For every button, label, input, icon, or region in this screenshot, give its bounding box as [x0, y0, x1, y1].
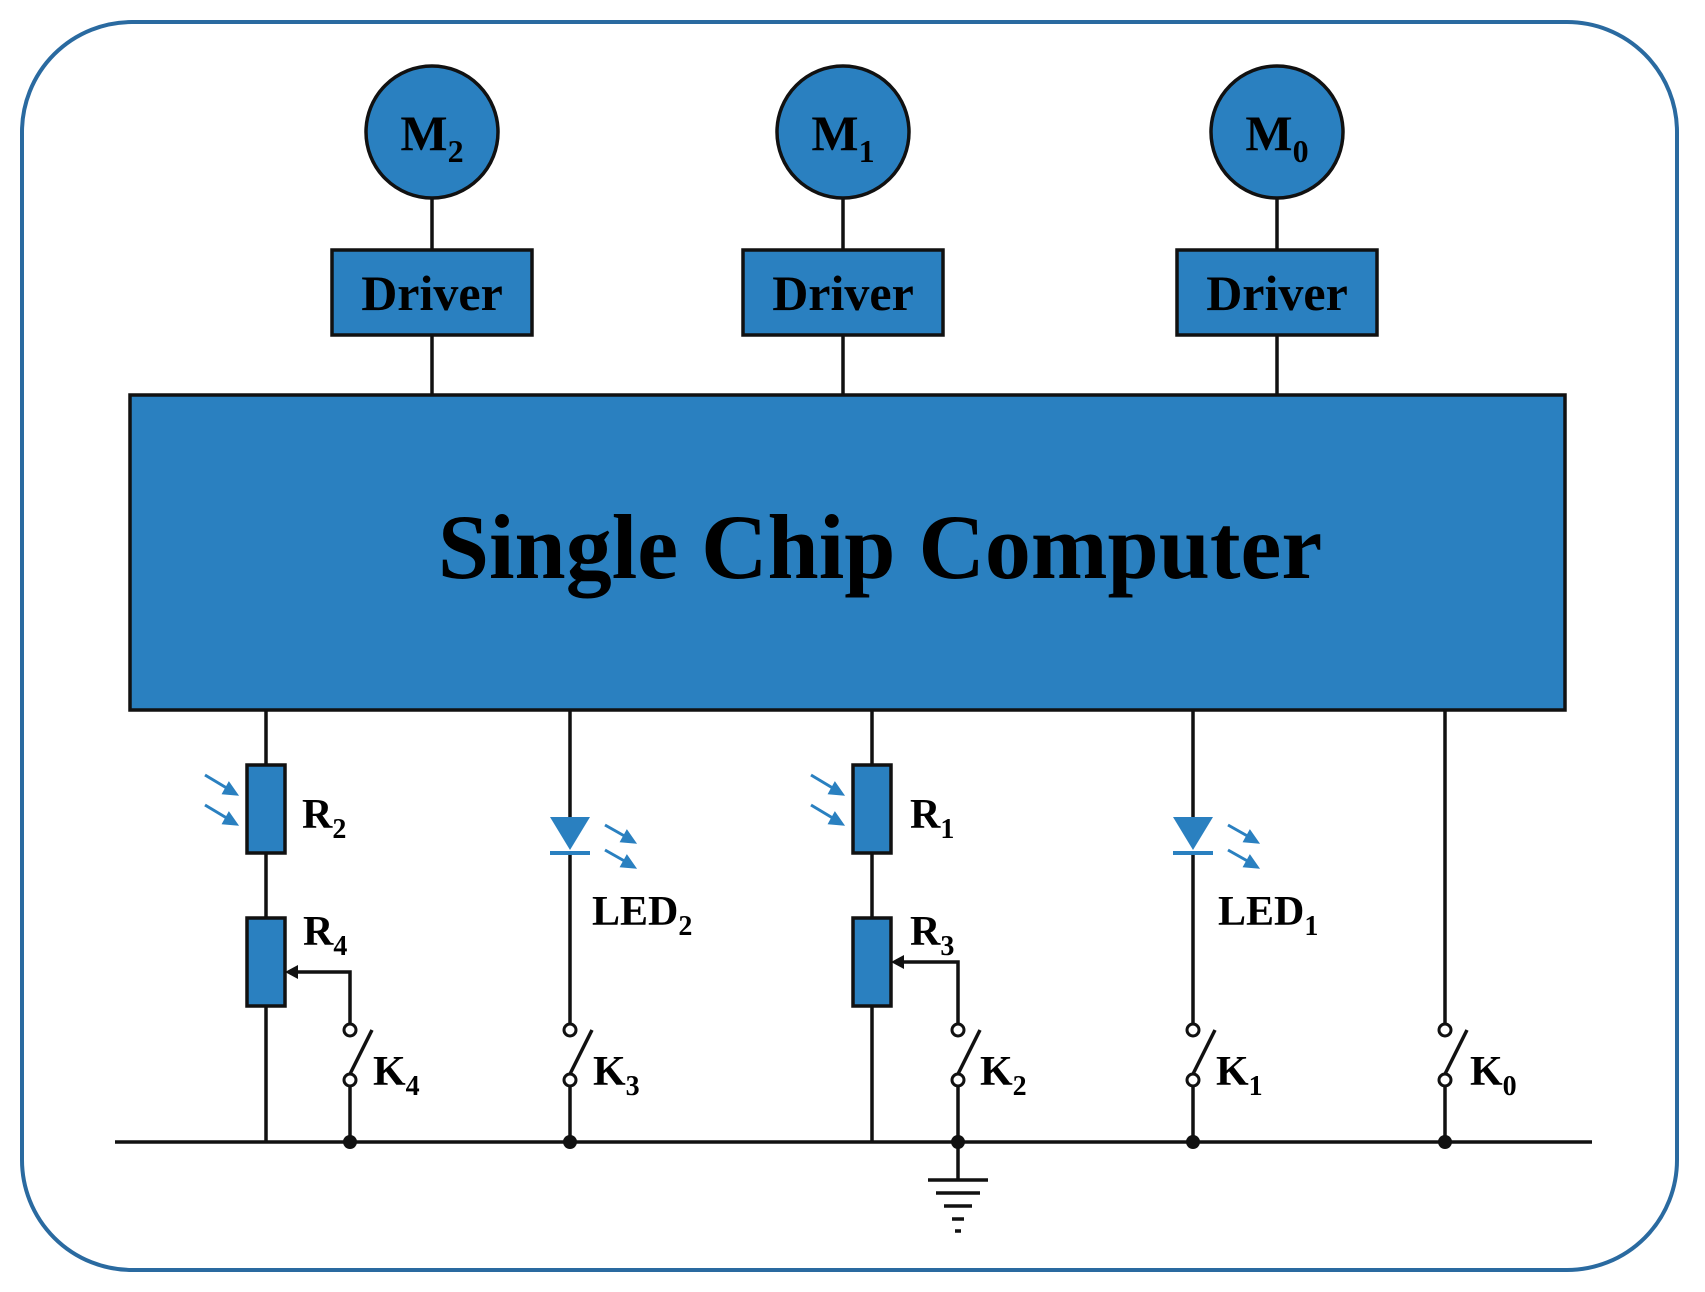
wiper-arrow-icon [285, 965, 298, 979]
switch-k1-label: K [1216, 1049, 1249, 1095]
led2-diode [550, 817, 590, 850]
svg-text:K2: K2 [980, 1049, 1027, 1102]
switch-k4-label: K [373, 1049, 406, 1095]
branch-k0: K0 [1437, 710, 1517, 1149]
driver-m2-label: Driver [361, 265, 503, 321]
motor-group-m1: M1 Driver [741, 64, 945, 395]
photoresistor-r1-subscript: 1 [940, 814, 954, 845]
driver-m0 [1175, 248, 1379, 337]
branch-led2: LED2 K3 [550, 710, 692, 1149]
photoresistor-r2-subscript: 2 [332, 814, 346, 845]
switch-k0 [1437, 1022, 1469, 1149]
potentiometer-r4-label: R [303, 909, 334, 955]
photoresistor-r1-label: R [910, 792, 941, 838]
light-arrows-icon [204, 773, 240, 826]
motor-m1-subscript: 1 [859, 133, 875, 169]
motor-m0-subscript: 0 [1293, 133, 1309, 169]
r3-wiper-arrow-icon [891, 955, 904, 969]
led1-subscript: 1 [1304, 911, 1318, 942]
switch-k4 [342, 1022, 374, 1149]
led1-light-arrows-icon [1227, 823, 1261, 869]
led2-subscript: 2 [678, 911, 692, 942]
svg-text:K1: K1 [1216, 1049, 1263, 1102]
single-chip-computer [128, 393, 1567, 712]
switch-k0-subscript: 0 [1503, 1071, 1517, 1102]
motor-group-m2: M2 Driver [330, 64, 534, 395]
photoresistor-r2-label: R [302, 792, 333, 838]
svg-text:R4: R4 [303, 909, 347, 962]
motor-m2-label: M [400, 105, 447, 161]
photoresistor-r2 [245, 763, 287, 855]
svg-text:LED2: LED2 [592, 889, 692, 942]
driver-m1 [741, 248, 945, 337]
driver-m2 [330, 248, 534, 337]
svg-text:R1: R1 [910, 792, 954, 845]
svg-text:M1: M1 [811, 105, 874, 169]
svg-text:R2: R2 [302, 792, 346, 845]
led1-diode [1173, 817, 1213, 850]
svg-text:R3: R3 [910, 909, 954, 962]
switch-k4-subscript: 4 [406, 1071, 420, 1102]
photoresistor-r1 [851, 763, 893, 855]
switch-k0-label: K [1470, 1049, 1503, 1095]
svg-text:K0: K0 [1470, 1049, 1517, 1102]
driver-m0-label: Driver [1206, 265, 1348, 321]
switch-k3-subscript: 3 [626, 1071, 640, 1102]
switch-k1 [1185, 1022, 1217, 1149]
svg-text:M0: M0 [1245, 105, 1308, 169]
motor-m2-subscript: 2 [448, 133, 464, 169]
led2-label: LED [592, 889, 678, 935]
potentiometer-r3-subscript: 3 [940, 931, 954, 962]
driver-m1-label: Driver [772, 265, 914, 321]
svg-text:M2: M2 [400, 105, 463, 169]
switch-k1-subscript: 1 [1249, 1071, 1263, 1102]
motor-m0 [1209, 64, 1345, 200]
branch-r1-r3: R1 R3 K2 [810, 710, 1027, 1149]
r1-light-arrows-icon [810, 773, 846, 826]
svg-text:LED1: LED1 [1218, 889, 1318, 942]
motor-group-m0: M0 Driver [1175, 64, 1379, 395]
svg-text:K3: K3 [593, 1049, 640, 1102]
motor-m0-label: M [1245, 105, 1292, 161]
switch-k2-label: K [980, 1049, 1013, 1095]
potentiometer-r4-subscript: 4 [333, 931, 347, 962]
switch-k2 [950, 1022, 982, 1149]
motor-m2 [364, 64, 500, 200]
switch-k3 [562, 1022, 594, 1149]
single-chip-computer-label: Single Chip Computer [438, 496, 1322, 598]
potentiometer-r4 [245, 916, 287, 1008]
motor-m1-label: M [811, 105, 858, 161]
switch-k3-label: K [593, 1049, 626, 1095]
motor-m1 [775, 64, 911, 200]
svg-text:K4: K4 [373, 1049, 420, 1102]
switch-k2-subscript: 2 [1013, 1071, 1027, 1102]
potentiometer-r3-label: R [910, 909, 941, 955]
potentiometer-r3 [851, 916, 893, 1008]
branch-led1: LED1 K1 [1173, 710, 1318, 1149]
led2-light-arrows-icon [604, 823, 638, 869]
branch-r2-r4: R2 R4 K4 [204, 710, 420, 1149]
led1-label: LED [1218, 889, 1304, 935]
